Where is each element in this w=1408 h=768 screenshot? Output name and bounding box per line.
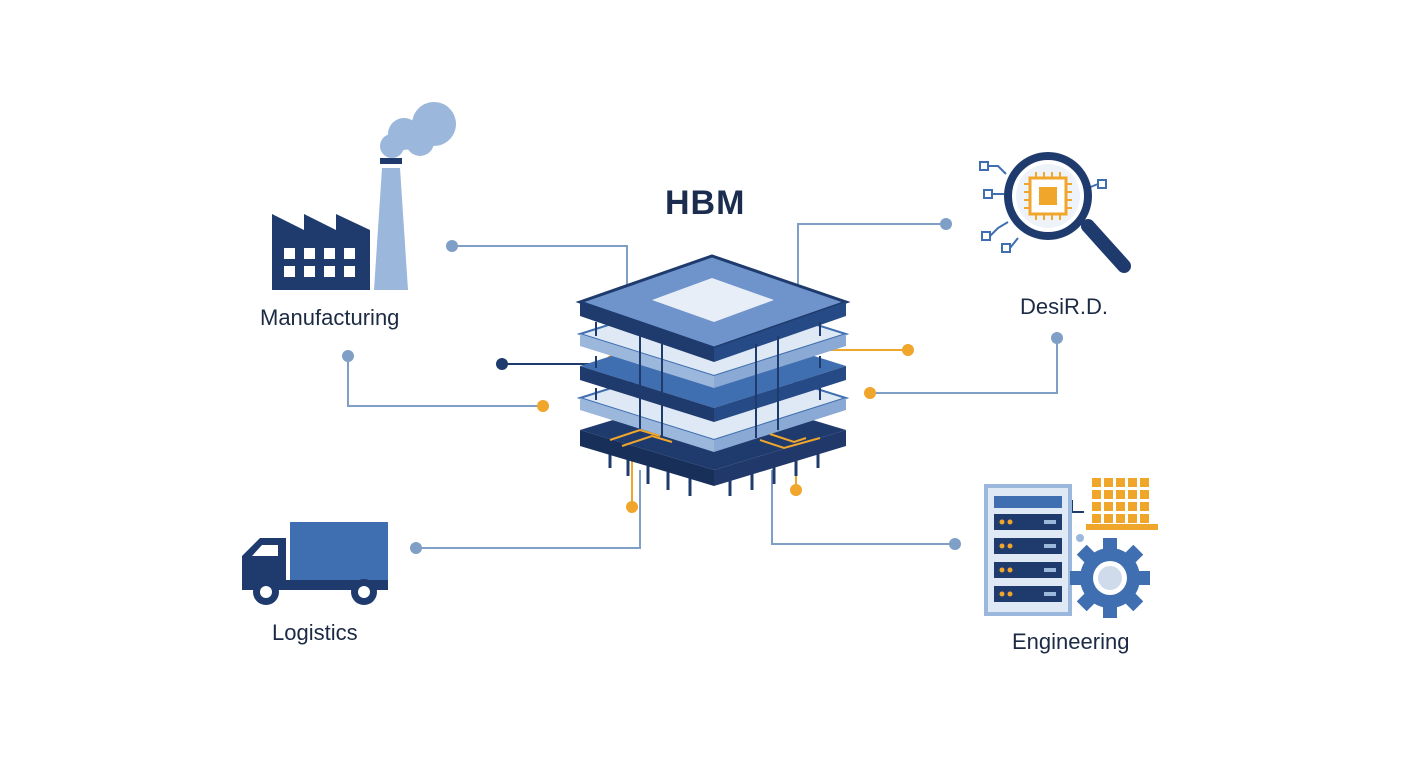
connector-dot: [1051, 332, 1063, 344]
connector-logistics: [416, 470, 641, 549]
connector-manufacturing-bottom: [347, 356, 543, 407]
connector-dot: [496, 358, 508, 370]
chip-magnifier-icon: [979, 152, 1131, 273]
design-rd-label: DesiR.D.: [1020, 294, 1109, 319]
connector-dot: [342, 350, 354, 362]
manufacturing-label: Manufacturing: [260, 305, 400, 330]
server-gear-icon: [984, 476, 1158, 618]
diagram-title: HBM: [665, 184, 746, 222]
connector-dot: [940, 218, 952, 230]
connector-dot: [949, 538, 961, 550]
connector-design-bottom: [870, 338, 1058, 394]
factory-icon: [272, 102, 456, 290]
connector-dot: [537, 400, 549, 412]
connector-dot: [626, 501, 638, 513]
connector-dot: [446, 240, 458, 252]
hbm-stack-icon: [575, 254, 851, 496]
connector-dot: [790, 484, 802, 496]
connector-dot: [410, 542, 422, 554]
engineering-label: Engineering: [1012, 629, 1130, 654]
truck-icon: [242, 522, 388, 605]
connector-design-top: [797, 223, 946, 305]
connector-dot: [902, 344, 914, 356]
logistics-label: Logistics: [272, 620, 358, 645]
connector-engineering: [771, 470, 955, 545]
connector-dot: [864, 387, 876, 399]
